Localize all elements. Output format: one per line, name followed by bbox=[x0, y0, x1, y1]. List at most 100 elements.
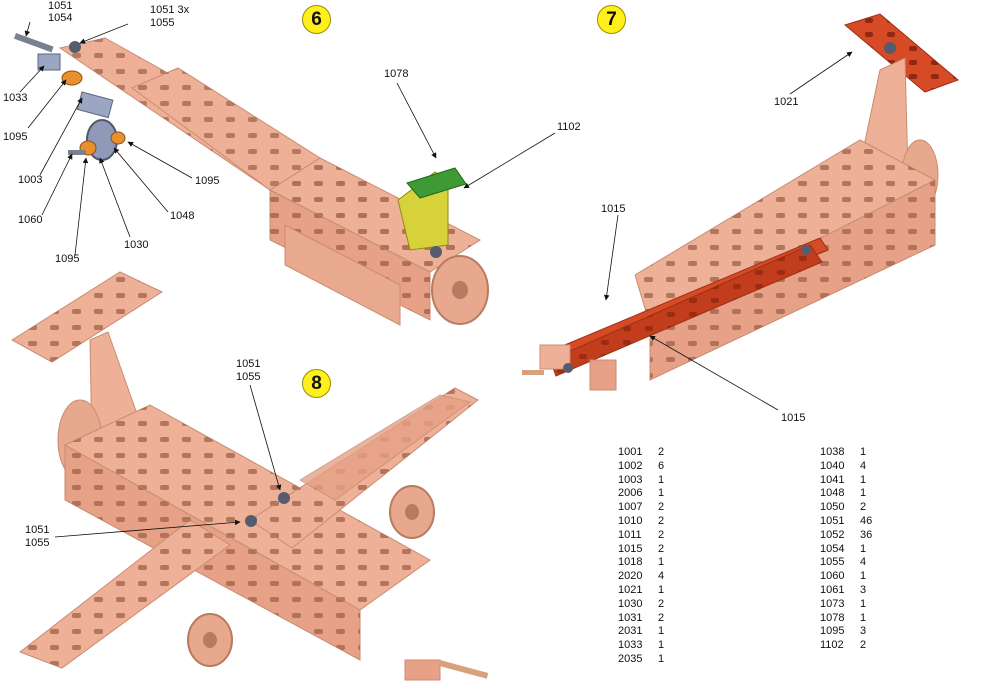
part-quantity: 1 bbox=[658, 639, 665, 652]
callout-1078: 1078 bbox=[384, 68, 409, 80]
step6-steel-bracket-top bbox=[37, 53, 61, 71]
part-quantity: 2 bbox=[658, 501, 665, 514]
callout-1051-step8-left: 1051 bbox=[25, 524, 50, 536]
step8-assembly bbox=[11, 271, 489, 681]
part-number: 2035 bbox=[618, 652, 643, 665]
parts-row: 1018 1 bbox=[618, 556, 664, 570]
callout-1051-step6: 1051 bbox=[48, 0, 73, 12]
part-quantity: 1 bbox=[658, 487, 665, 500]
part-quantity: 1 bbox=[658, 652, 665, 665]
part-quantity: 3 bbox=[860, 625, 867, 638]
parts-row: 1078 1 bbox=[820, 612, 872, 626]
callout-1095-b: 1095 bbox=[55, 253, 80, 265]
part-quantity: 1 bbox=[860, 473, 867, 486]
part-number: 1052 bbox=[820, 528, 845, 541]
parts-row: 1003 1 bbox=[618, 474, 664, 488]
step6-axle bbox=[13, 33, 54, 53]
part-number: 1018 bbox=[618, 556, 643, 569]
part-quantity: 1 bbox=[860, 487, 867, 500]
part-number: 1054 bbox=[820, 542, 845, 555]
part-number: 1021 bbox=[618, 583, 643, 596]
part-number: 1033 bbox=[618, 639, 643, 652]
parts-row: 1041 1 bbox=[820, 474, 872, 488]
part-number: 1031 bbox=[618, 611, 643, 624]
callout-1030: 1030 bbox=[124, 239, 149, 251]
parts-row: 1002 6 bbox=[618, 460, 664, 474]
parts-row: 1031 2 bbox=[618, 612, 664, 626]
callout-1015-upper: 1015 bbox=[601, 203, 626, 215]
part-quantity: 2 bbox=[658, 611, 665, 624]
callout-1003: 1003 bbox=[18, 174, 43, 186]
part-number: 1051 bbox=[820, 514, 845, 527]
callout-1051-3x: 1051 3x bbox=[150, 4, 190, 16]
part-quantity: 1 bbox=[860, 611, 867, 624]
part-quantity: 4 bbox=[658, 570, 665, 583]
parts-row: 2031 1 bbox=[618, 625, 664, 639]
part-number: 1003 bbox=[618, 473, 643, 486]
part-number: 1078 bbox=[820, 611, 845, 624]
part-quantity: 2 bbox=[658, 528, 665, 541]
part-number: 2006 bbox=[618, 487, 643, 500]
part-number: 1002 bbox=[618, 459, 643, 472]
part-number: 1030 bbox=[618, 597, 643, 610]
parts-row: 1011 2 bbox=[618, 529, 664, 543]
part-number: 1061 bbox=[820, 583, 845, 596]
parts-row: 1033 1 bbox=[618, 639, 664, 653]
step6-steel-bracket bbox=[76, 91, 114, 119]
callout-1055-step6: 1055 bbox=[150, 17, 175, 29]
part-quantity: 1 bbox=[860, 597, 867, 610]
part-number: 1007 bbox=[618, 501, 643, 514]
callout-1054: 1054 bbox=[48, 12, 73, 24]
part-quantity: 2 bbox=[658, 514, 665, 527]
callout-1102: 1102 bbox=[557, 121, 581, 133]
part-quantity: 1 bbox=[658, 473, 665, 486]
part-quantity: 1 bbox=[860, 570, 867, 583]
part-number: 1038 bbox=[820, 446, 845, 458]
parts-row: 2035 1 bbox=[618, 653, 664, 667]
callout-1033: 1033 bbox=[3, 92, 28, 104]
part-number: 2031 bbox=[618, 625, 643, 638]
part-quantity: 1 bbox=[658, 583, 665, 596]
parts-row: 1061 3 bbox=[820, 584, 872, 598]
part-number: 1041 bbox=[820, 473, 845, 486]
part-number: 1040 bbox=[820, 459, 845, 472]
callout-1060: 1060 bbox=[18, 214, 43, 226]
part-number: 1011 bbox=[618, 528, 642, 541]
callout-1095-a: 1095 bbox=[3, 131, 28, 143]
parts-row: 1010 2 bbox=[618, 515, 664, 529]
part-number: 1010 bbox=[618, 514, 643, 527]
part-number: 1015 bbox=[618, 542, 643, 555]
callout-1095-c: 1095 bbox=[195, 175, 220, 187]
part-number: 1055 bbox=[820, 556, 845, 569]
part-number: 1001 bbox=[618, 446, 643, 458]
parts-row: 1040 4 bbox=[820, 460, 872, 474]
part-quantity: 2 bbox=[860, 639, 867, 652]
step-number-7: 7 bbox=[597, 5, 626, 34]
part-quantity: 1 bbox=[658, 625, 665, 638]
part-quantity: 3 bbox=[860, 583, 867, 596]
step6-collar bbox=[61, 70, 83, 86]
callout-1055-step8-top: 1055 bbox=[236, 371, 261, 383]
part-quantity: 36 bbox=[860, 528, 873, 541]
step7-assembly bbox=[522, 13, 959, 391]
step6-assembly bbox=[13, 33, 489, 326]
part-quantity: 6 bbox=[658, 459, 665, 472]
part-quantity: 1 bbox=[658, 556, 665, 569]
step-number-8: 8 bbox=[302, 369, 331, 398]
part-quantity: 4 bbox=[860, 459, 867, 472]
